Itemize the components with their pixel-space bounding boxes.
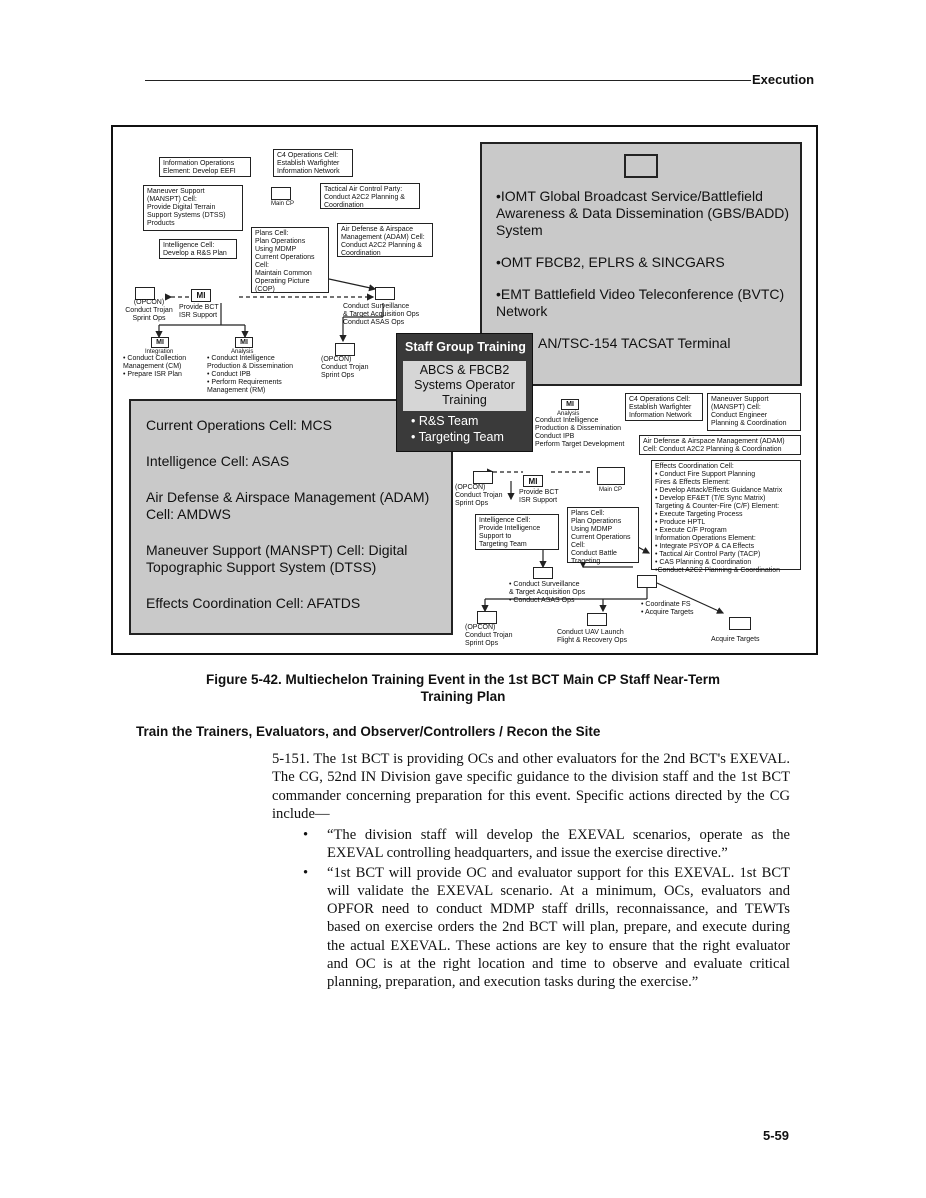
right-surveillance-label: • Conduct Surveillance & Target Acquisit… bbox=[509, 581, 586, 604]
section-title: Execution bbox=[752, 72, 815, 87]
analysis-tasks: • Conduct Intelligence Production & Diss… bbox=[207, 355, 293, 394]
integration-label: Integration bbox=[145, 349, 174, 355]
tacp-box: Tactical Air Control Party: Conduct A2C2… bbox=[320, 183, 420, 209]
main-cp-label: Main CP bbox=[271, 201, 295, 207]
staff-group-title: Staff Group Training bbox=[405, 340, 526, 354]
mi-symbol: MI bbox=[191, 289, 211, 302]
acquire-targets-label: Acquire Targets bbox=[711, 636, 760, 643]
figure-caption: Figure 5-42. Multiechelon Training Event… bbox=[205, 672, 721, 704]
systems-item-2: •OMT FBCB2, EPLRS & SINCGARS bbox=[496, 254, 725, 270]
right-surveillance-symbol bbox=[533, 567, 553, 579]
plans-cell-box: Plans Cell: Plan Operations Using MDMP C… bbox=[251, 227, 329, 293]
right-opcon-trojan-label: (OPCON) Conduct Trojan Sprint Ops bbox=[455, 484, 503, 507]
trojan-symbol bbox=[135, 287, 155, 300]
provide-isr-label: Provide BCT ISR Support bbox=[179, 304, 219, 319]
right-trojan-symbol bbox=[473, 471, 493, 484]
right-mansupt-box: Maneuver Support (MANSPT) Cell: Conduct … bbox=[707, 393, 801, 431]
coordinate-fs-label: • Coordinate FS • Acquire Targets bbox=[641, 601, 694, 616]
bullet-text-2: “1st BCT will provide OC and evaluator s… bbox=[327, 864, 790, 991]
mansupt-box: Maneuver Support (MANSPT) Cell: Provide … bbox=[143, 185, 243, 231]
satcom-symbol bbox=[624, 154, 658, 178]
section-subheading: Train the Trainers, Evaluators, and Obse… bbox=[136, 724, 601, 739]
intel-cell-box: Intelligence Cell: Develop a R&S Plan bbox=[159, 239, 237, 259]
targeting-team-item: • Targeting Team bbox=[411, 430, 504, 444]
diagram-connectors bbox=[155, 278, 725, 614]
right-analysis-label: Analysis bbox=[557, 411, 580, 417]
analysis-label: Analysis bbox=[231, 349, 254, 355]
integration-tasks: • Conduct Collection Management (CM) • P… bbox=[123, 355, 187, 378]
right-trojan-symbol-2 bbox=[477, 611, 497, 624]
systems-item-1: •IOMT Global Broadcast Service/Battlefie… bbox=[496, 188, 790, 238]
page-number: 5-59 bbox=[763, 1128, 790, 1143]
opcon-trojan-label-2: (OPCON) Conduct Trojan Sprint Ops bbox=[321, 356, 369, 379]
list-item: • “1st BCT will provide OC and evaluator… bbox=[303, 864, 790, 992]
systems-box: •IOMT Global Broadcast Service/Battlefie… bbox=[480, 142, 802, 386]
surveillance-symbol bbox=[375, 287, 395, 300]
c4-ops-box: C4 Operations Cell: Establish Warfighter… bbox=[273, 149, 353, 177]
integration-mi-symbol: MI bbox=[151, 337, 169, 348]
list-item: • “The division staff will develop the E… bbox=[303, 826, 790, 863]
body-paragraph: 5-151. The 1st BCT is providing OCs and … bbox=[272, 751, 790, 822]
right-c4-ops-box: C4 Operations Cell: Establish Warfighter… bbox=[625, 393, 703, 421]
abcs-training-box: ABCS & FBCB2 Systems Operator Training bbox=[403, 361, 526, 411]
bullet-glyph: • bbox=[303, 864, 309, 881]
adam-box: Air Defense & Airspace Management (ADAM)… bbox=[337, 223, 433, 257]
main-cp-symbol bbox=[271, 187, 291, 200]
right-main-cp-label: Main CP bbox=[599, 487, 623, 493]
info-ops-box: Information Operations Element: Develop … bbox=[159, 157, 251, 177]
effects-coordination-box: Effects Coordination Cell: • Conduct Fir… bbox=[651, 460, 801, 574]
uav-symbol bbox=[587, 613, 607, 626]
right-analysis-mi-symbol: MI bbox=[561, 399, 579, 410]
staff-group-training-box: Staff Group Training ABCS & FBCB2 System… bbox=[396, 333, 533, 452]
trojan-symbol-2 bbox=[335, 343, 355, 356]
bullet-list: • “The division staff will develop the E… bbox=[303, 826, 790, 993]
cells-item-2: Intelligence Cell: ASAS bbox=[146, 453, 290, 469]
right-opcon-trojan-label-2: (OPCON) Conduct Trojan Sprint Ops bbox=[465, 624, 513, 647]
bullet-text-1: “The division staff will develop the EXE… bbox=[327, 827, 790, 862]
figure-diagram: Information Operations Element: Develop … bbox=[111, 125, 818, 655]
opcon-trojan-label: (OPCON) Conduct Trojan Sprint Ops bbox=[125, 299, 173, 322]
analysis-mi-symbol: MI bbox=[235, 337, 253, 348]
header-rule bbox=[145, 80, 751, 81]
right-provide-isr-label: Provide BCT ISR Support bbox=[519, 489, 559, 504]
uav-label: Conduct UAV Launch Flight & Recovery Ops bbox=[557, 629, 628, 644]
surveillance-label: Conduct Surveillance & Target Acquisitio… bbox=[343, 303, 420, 326]
cells-item-1: Current Operations Cell: MCS bbox=[146, 417, 332, 433]
right-plans-cell-box: Plans Cell: Plan Operations Using MDMP C… bbox=[567, 507, 639, 565]
cells-item-5: Effects Coordination Cell: AFATDS bbox=[146, 595, 361, 611]
right-mi-symbol: MI bbox=[523, 475, 543, 487]
fire-support-symbol bbox=[637, 575, 657, 588]
acquire-targets-symbol bbox=[729, 617, 751, 630]
right-analysis-tasks: Conduct Intelligence Production & Dissem… bbox=[535, 417, 625, 448]
rs-team-item: • R&S Team bbox=[411, 414, 479, 428]
right-adam-box: Air Defense & Airspace Management (ADAM)… bbox=[639, 435, 801, 455]
systems-item-4: AN/TSC-154 TACSAT Terminal bbox=[538, 335, 731, 351]
systems-item-3: •EMT Battlefield Video Teleconference (B… bbox=[496, 286, 785, 319]
cells-item-4: Maneuver Support (MANSPT) Cell: Digital … bbox=[146, 542, 408, 575]
right-main-cp-symbol bbox=[597, 467, 625, 485]
cells-item-3: Air Defense & Airspace Management (ADAM)… bbox=[146, 489, 430, 522]
bullet-glyph: • bbox=[303, 827, 309, 843]
right-intel-cell-box: Intelligence Cell: Provide Intelligence … bbox=[475, 514, 559, 550]
